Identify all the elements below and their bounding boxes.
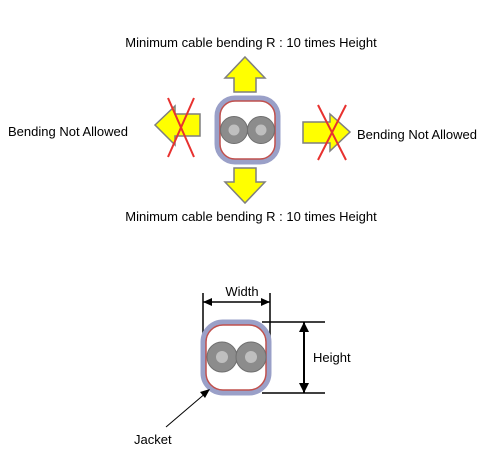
bottom-bending-label: Minimum cable bending R : 10 times Heigh… (125, 209, 377, 224)
cross-right-icon (317, 104, 347, 161)
arrow-left-icon (153, 104, 201, 147)
right-not-allowed-label: Bending Not Allowed (357, 127, 477, 142)
cross-left-icon (167, 97, 195, 158)
width-label: Width (225, 284, 258, 299)
jacket-pointer-arrow (165, 389, 210, 428)
arrow-down-icon (223, 167, 267, 205)
jacket-label: Jacket (134, 432, 172, 447)
cable-cross-section-bottom (200, 319, 272, 396)
arrow-right-icon (302, 112, 352, 153)
height-label: Height (313, 350, 351, 365)
arrow-up-icon (223, 55, 267, 93)
top-bending-label: Minimum cable bending R : 10 times Heigh… (125, 35, 377, 50)
left-not-allowed-label: Bending Not Allowed (8, 124, 128, 139)
cable-cross-section-top (214, 95, 281, 165)
height-dimension (262, 321, 325, 394)
